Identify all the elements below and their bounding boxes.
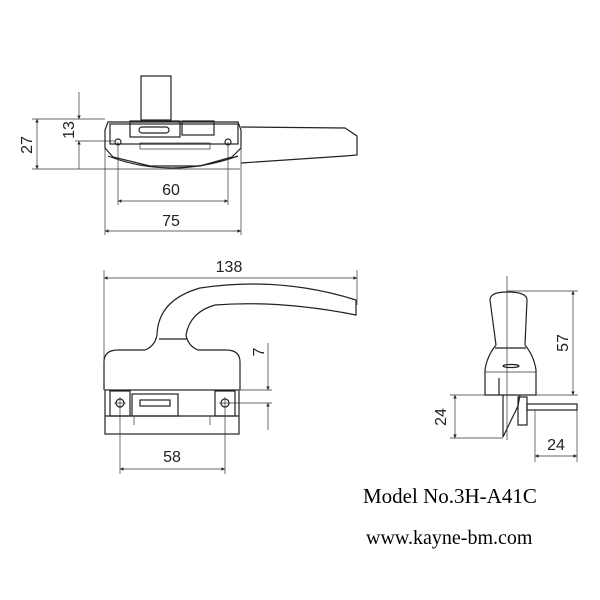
dim-27: 27 bbox=[19, 136, 36, 154]
side-view: 57 24 24 bbox=[433, 276, 578, 462]
dim-24-vertical: 24 bbox=[433, 408, 450, 426]
dim-58: 58 bbox=[163, 449, 181, 466]
dim-138: 138 bbox=[216, 259, 243, 276]
dim-13: 13 bbox=[61, 121, 78, 139]
top-view: 27 13 60 75 bbox=[19, 75, 358, 235]
website-url: www.kayne-bm.com bbox=[366, 527, 533, 549]
model-number: Model No.3H-A41C bbox=[363, 484, 537, 508]
dim-60: 60 bbox=[162, 182, 180, 199]
front-view: 138 7 58 bbox=[103, 259, 358, 474]
dim-75: 75 bbox=[162, 213, 180, 230]
dim-7: 7 bbox=[251, 347, 268, 356]
dim-24-horizontal: 24 bbox=[547, 437, 565, 454]
dim-57: 57 bbox=[555, 334, 572, 352]
